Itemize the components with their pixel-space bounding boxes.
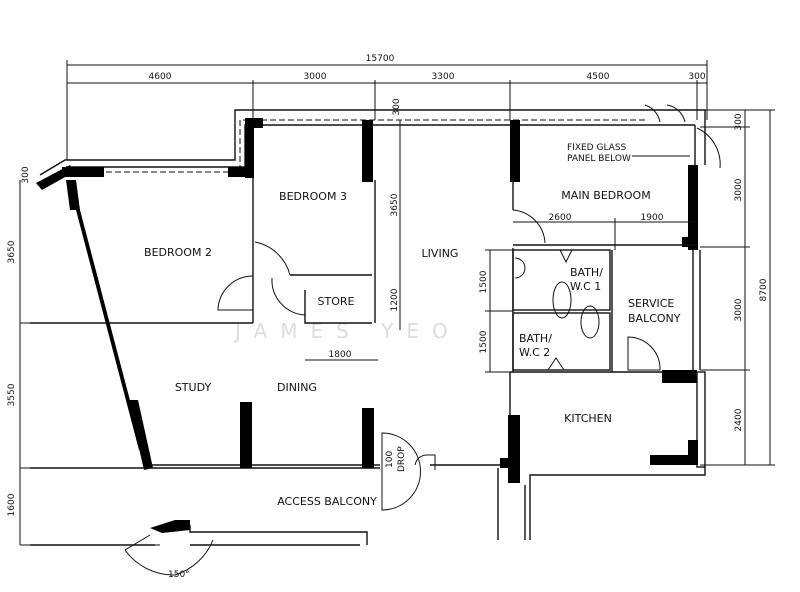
dim-right: 3000	[734, 298, 744, 321]
dim-top: 4600	[149, 72, 172, 82]
note-angle: 150°	[168, 570, 190, 580]
note-fixed-glass: PANEL BELOW	[567, 154, 631, 164]
dim-left: 300	[21, 166, 31, 183]
room-bedroom3: BEDROOM 3	[279, 190, 347, 203]
dim-top: 3000	[304, 72, 327, 82]
room-bath2: W.C 2	[519, 346, 550, 359]
dim-inner: 1200	[390, 288, 400, 311]
note-drop: 100	[385, 451, 395, 468]
dim-inner: 1800	[329, 350, 352, 360]
doors	[124, 104, 721, 576]
room-service-balcony: SERVICE	[628, 297, 674, 310]
note-drop: DROP	[397, 446, 407, 472]
dim-left: 3550	[7, 383, 17, 406]
dim-inner: 300	[392, 98, 402, 115]
dim-inner: 2600	[549, 213, 572, 223]
room-bath1: BATH/	[570, 266, 603, 279]
room-study: STUDY	[175, 381, 212, 394]
room-bath1: W.C 1	[570, 280, 601, 293]
dim-top: 3300	[432, 72, 455, 82]
top-dimensions: 15700 4600 3000 3300 4500 300	[66, 54, 708, 160]
note-fixed-glass: FIXED GLASS	[567, 143, 627, 153]
room-living: LIVING	[422, 247, 459, 260]
dim-right: 3000	[734, 178, 744, 201]
room-bath2: BATH/	[519, 332, 552, 345]
inner-dimensions: 300 3650 1200 1800 2600 1900 1500 1500	[305, 98, 695, 373]
dim-top: 300	[688, 72, 705, 82]
dim-inner: 3650	[390, 193, 400, 216]
dim-right: 2400	[734, 408, 744, 431]
dim-inner: 1500	[479, 330, 489, 353]
room-main-bedroom: MAIN BEDROOM	[561, 189, 650, 202]
dim-inner: 1500	[479, 270, 489, 293]
room-dining: DINING	[277, 381, 317, 394]
left-dimensions: 300 3650 3550 1600	[7, 166, 250, 546]
dim-inner: 1900	[641, 213, 664, 223]
walls	[30, 109, 706, 546]
room-bedroom2: BEDROOM 2	[144, 246, 212, 259]
room-kitchen: KITCHEN	[564, 412, 612, 425]
room-store: STORE	[318, 295, 355, 308]
room-access-balcony: ACCESS BALCONY	[277, 495, 377, 508]
dim-right: 8700	[759, 278, 769, 301]
dim-right: 300	[734, 113, 744, 130]
room-labels: BEDROOM 3 BEDROOM 2 LIVING MAIN BEDROOM …	[144, 189, 681, 508]
notes: FIXED GLASS PANEL BELOW 100 DROP 150°	[168, 143, 631, 580]
room-service-balcony: BALCONY	[628, 312, 681, 325]
dim-left: 1600	[7, 493, 17, 516]
dim-total-width: 15700	[366, 54, 395, 64]
dim-top: 4500	[587, 72, 610, 82]
right-dimensions: 300 3000 3000 2400 8700	[700, 109, 775, 466]
dim-left: 3650	[7, 240, 17, 263]
